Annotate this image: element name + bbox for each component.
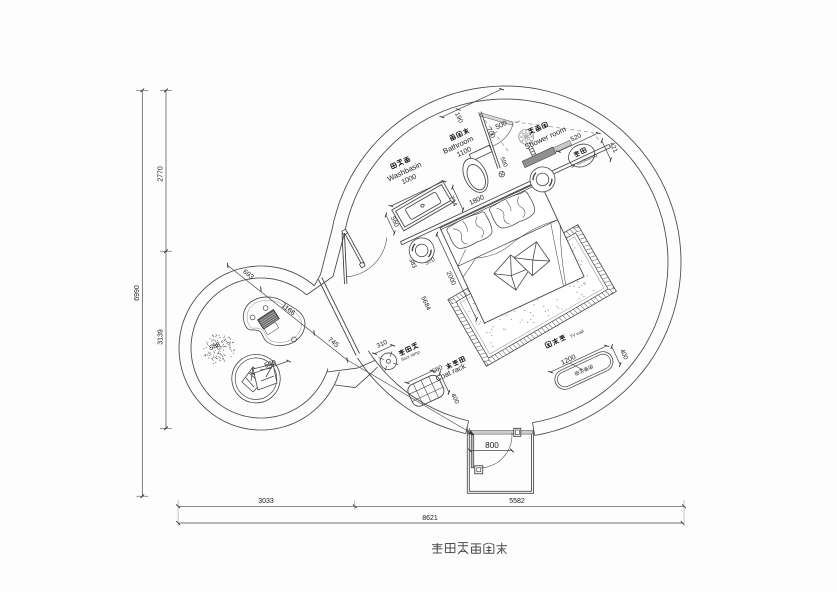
svg-text:700: 700	[485, 127, 496, 140]
svg-text:383: 383	[407, 258, 417, 270]
svg-text:5582: 5582	[509, 498, 525, 505]
svg-text:3033: 3033	[258, 498, 274, 505]
svg-text:8621: 8621	[422, 515, 438, 522]
svg-text:660: 660	[431, 364, 444, 375]
svg-text:800: 800	[485, 441, 499, 450]
svg-text:190: 190	[453, 111, 464, 124]
svg-text:550: 550	[389, 215, 400, 228]
svg-text:3139: 3139	[158, 329, 165, 345]
svg-text:TV wall: TV wall	[569, 328, 584, 339]
svg-text:6990: 6990	[134, 285, 141, 301]
svg-text:400: 400	[449, 392, 460, 405]
svg-text:421: 421	[608, 141, 619, 154]
svg-text:520: 520	[570, 132, 583, 143]
svg-text:570: 570	[424, 257, 436, 267]
svg-text:500: 500	[264, 359, 277, 369]
svg-text:500: 500	[495, 120, 509, 131]
svg-text:590: 590	[498, 157, 508, 169]
svg-text:310: 310	[376, 339, 389, 350]
svg-text:400: 400	[618, 348, 629, 361]
svg-text:714: 714	[447, 195, 458, 208]
svg-text:2770: 2770	[158, 166, 165, 182]
svg-text:589: 589	[209, 341, 222, 352]
